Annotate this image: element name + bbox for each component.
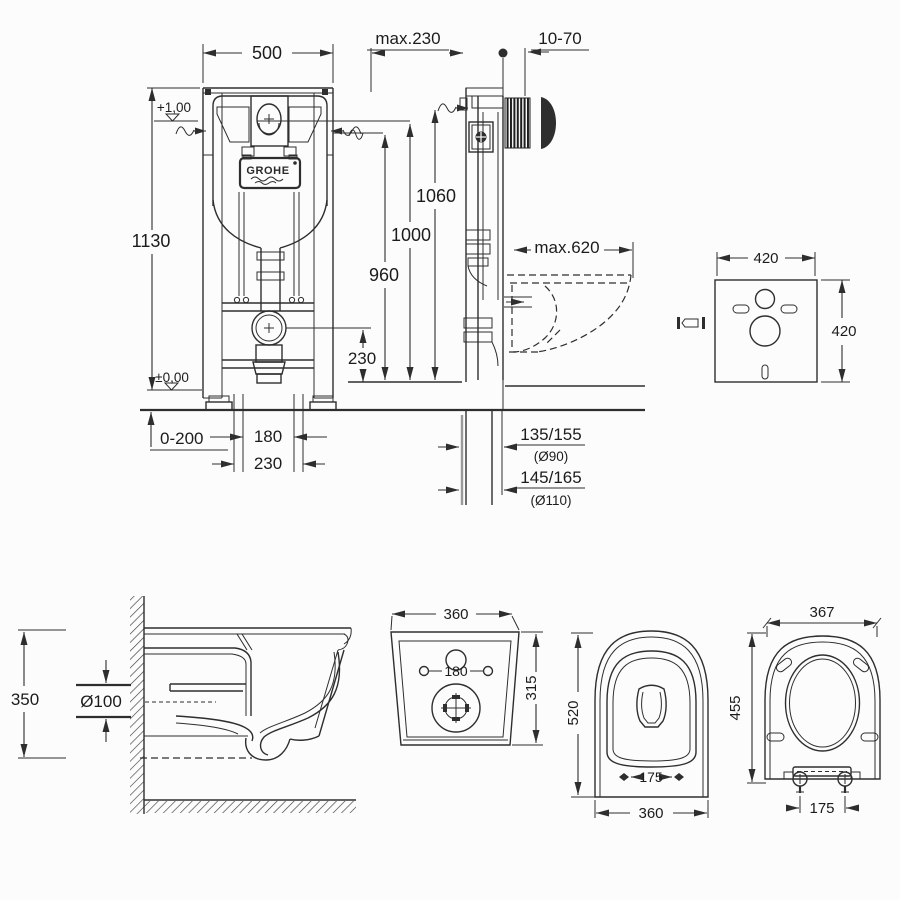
seat-bumper: [860, 732, 879, 742]
flush-plate-profile: [541, 97, 556, 149]
dim-frame-height: 1130: [132, 231, 171, 251]
dim-foot-range: 0-200: [160, 429, 203, 448]
hinge-marker-icon: [674, 773, 684, 781]
registered-mark-icon: [293, 161, 297, 165]
dim-wall-finish: 10-70: [538, 29, 581, 48]
break-arrow-icon: [437, 103, 469, 113]
dim-plate-width: 420: [753, 250, 778, 267]
sound-insulation-plate: 420 420: [677, 250, 857, 383]
tank-left-outline: [216, 106, 250, 143]
corner-screw-icon: [322, 89, 328, 95]
dim-outlet-height: 230: [348, 349, 376, 368]
dim-height-top: 1060: [416, 186, 456, 206]
tank-right-outline: [288, 106, 322, 143]
seat-bumper: [852, 657, 870, 673]
frame-front-view: 500 GROHE: [132, 43, 645, 473]
reference-dot-icon: [498, 48, 508, 58]
dim-offset-110: 145/165: [520, 468, 581, 487]
dim-dia-110: (Ø110): [530, 493, 571, 508]
break-arrow-icon: [330, 126, 362, 136]
flush-housing-block: [504, 97, 531, 149]
dim-bowl-length: 520: [565, 700, 582, 725]
bowl-back-view: 180 360 315: [390, 606, 543, 746]
seat-bumper: [775, 657, 793, 673]
dim-frame-width: 500: [252, 43, 282, 63]
dim-bowl-hinge-spacing: 175: [639, 769, 663, 785]
height-dimensions: 960 1000 1060: [257, 103, 469, 383]
dim-height-button: 1000: [391, 225, 431, 245]
dim-bolt-spacing: 180: [254, 427, 282, 446]
dim-anchor-spacing: 230: [254, 454, 282, 473]
corner-screw-icon: [205, 89, 211, 95]
level-zero: ±0,00: [155, 370, 189, 385]
hinge-marker-icon: [619, 773, 629, 781]
brand-logo-text: GROHE: [246, 165, 289, 177]
dim-bowl-back-width: 360: [443, 606, 468, 623]
seat-top-view: 367 455 175: [727, 604, 882, 817]
level-plus-100: +1,00: [157, 100, 191, 115]
dim-frame-depth: max.230: [375, 29, 440, 48]
seat-bumper: [766, 732, 785, 742]
dim-offset-90: 135/155: [520, 425, 581, 444]
bowl-top-view: 520 175 360: [565, 630, 709, 822]
bowl-top-outline: [594, 630, 709, 798]
dim-bowl-projection: max.620: [534, 238, 599, 257]
bowl-side-section: 350 Ø100: [11, 596, 356, 814]
dim-seat-length: 455: [727, 695, 744, 720]
break-arrow-icon: [175, 126, 207, 136]
dim-bowl-height: 350: [11, 690, 39, 709]
brand-logo-box: [238, 156, 302, 190]
dim-bowl-width: 360: [638, 805, 663, 822]
floor-hatch: [144, 801, 356, 813]
bowl-back-outline: [390, 631, 520, 746]
wall-hatch: [130, 596, 144, 814]
frame-side-view: max.230 10-70 max.620: [367, 29, 645, 508]
dim-bowl-back-height: 315: [523, 675, 540, 700]
dim-hole-spacing: 180: [444, 663, 468, 679]
fastener-icon: [677, 317, 680, 329]
dim-plate-height: 420: [831, 323, 856, 340]
dim-height-inlet: 960: [369, 265, 399, 285]
dim-outlet-diameter: Ø100: [80, 692, 122, 711]
seat-outline: [764, 635, 881, 780]
dim-seat-hinge-spacing: 175: [809, 800, 834, 817]
flush-button-icon: [256, 103, 282, 135]
dim-seat-width: 367: [809, 604, 834, 621]
plate-outline: [714, 279, 818, 383]
dim-dia-90: (Ø90): [534, 449, 569, 464]
